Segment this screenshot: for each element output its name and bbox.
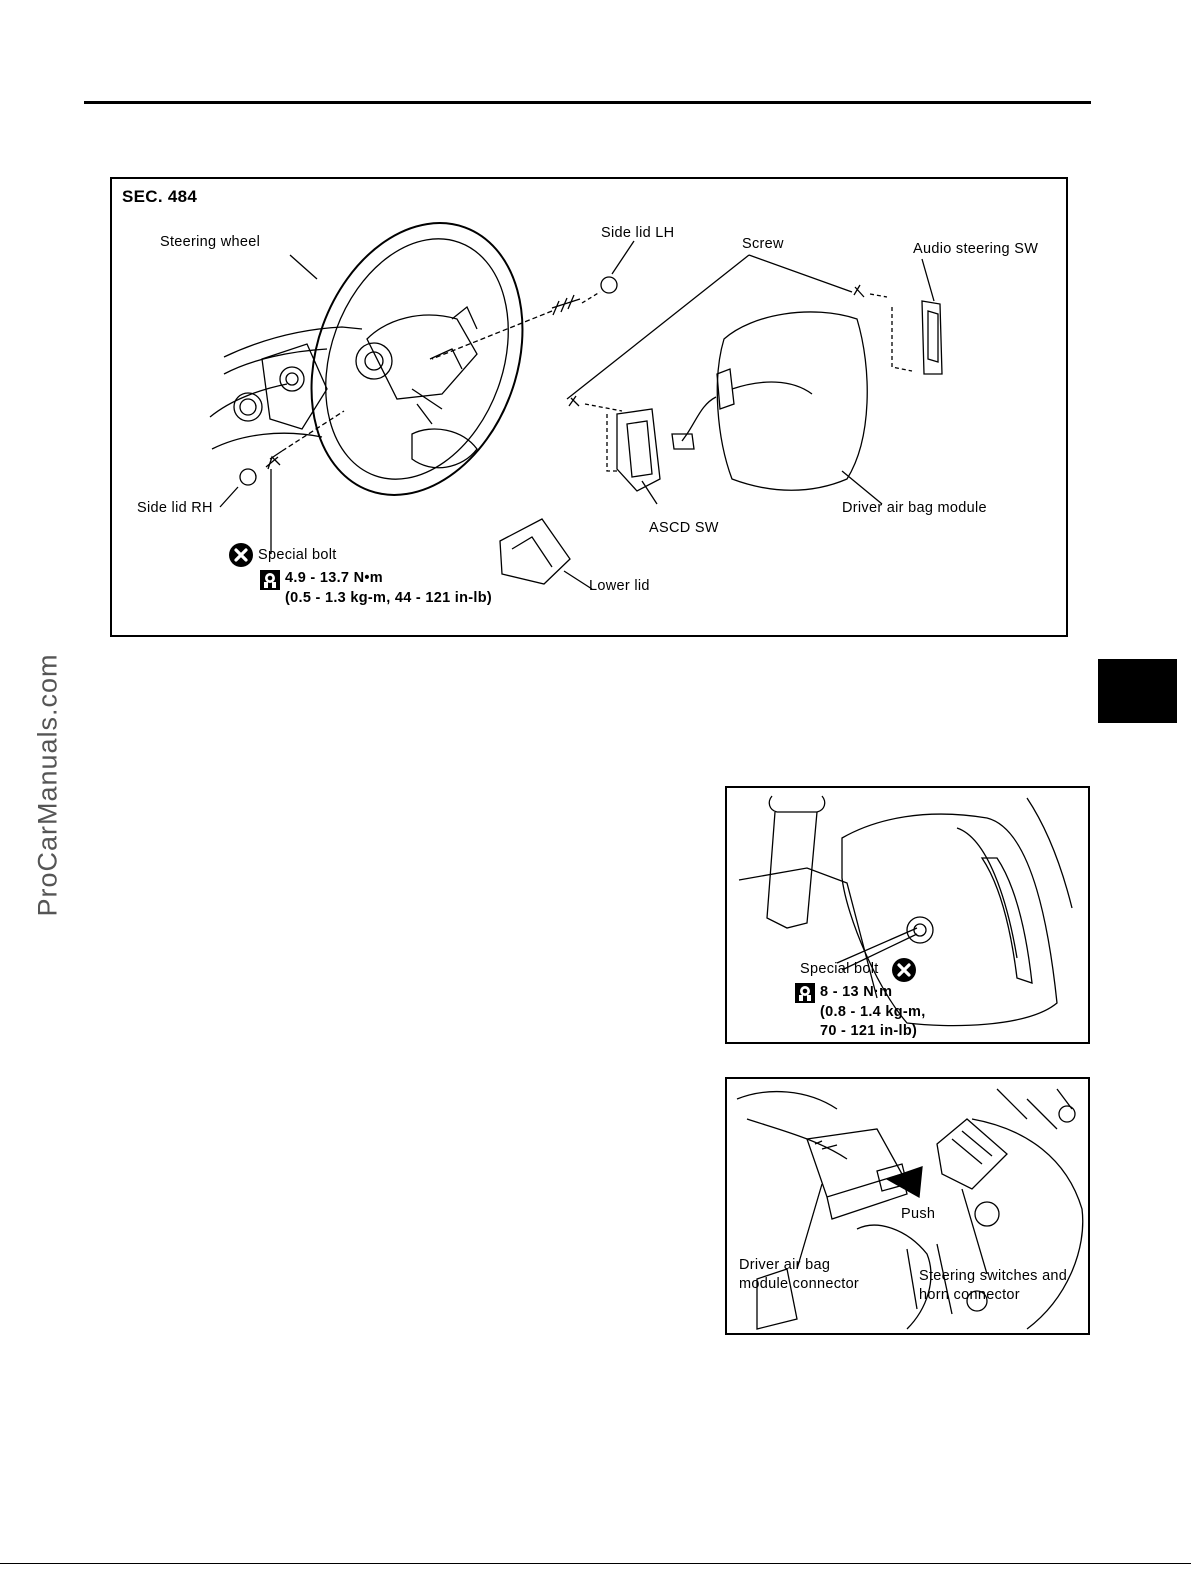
label-driver-connector-1: Driver air bag <box>739 1257 831 1273</box>
special-bolt-figure: Special bolt 8 - 13 N·m (0.8 - 1.4 kg-m,… <box>725 786 1090 1044</box>
steering-wheel-exploded-figure: SEC. 484 Steering wheel Side lid LH Scre… <box>110 177 1068 637</box>
label-steering-connector-2: horn connector <box>919 1287 1020 1303</box>
section-tab <box>1098 659 1177 723</box>
label-lower-lid: Lower lid <box>589 578 650 594</box>
header-rule <box>84 101 1091 104</box>
label-torque-alt-2: 70 - 121 in-lb) <box>820 1023 918 1039</box>
label-steering-connector-1: Steering switches and <box>919 1268 1068 1284</box>
label-torque-alt: (0.5 - 1.3 kg-m, 44 - 121 in-lb) <box>285 590 493 606</box>
label-side-lid-rh: Side lid RH <box>137 500 213 516</box>
label-torque-alt-1: (0.8 - 1.4 kg-m, <box>820 1004 926 1020</box>
label-ascd-sw: ASCD SW <box>649 520 719 536</box>
label-special-bolt: Special bolt <box>800 961 879 977</box>
label-driver-air-bag-module: Driver air bag module <box>842 500 987 516</box>
do-not-reuse-icon <box>229 543 253 567</box>
watermark: ProCarManuals.com <box>32 653 63 917</box>
torque-wrench-icon <box>260 570 280 590</box>
air-bag-connector-drawing <box>736 1088 1084 1330</box>
label-torque: 4.9 - 13.7 N•m <box>285 570 383 586</box>
label-audio-steering-sw: Audio steering SW <box>913 241 1039 257</box>
special-bolt-drawing <box>738 795 1073 1027</box>
label-torque: 8 - 13 N·m <box>820 984 893 1000</box>
footer-rule <box>0 1563 1191 1564</box>
label-screw: Screw <box>742 236 784 252</box>
torque-wrench-icon <box>795 983 815 1003</box>
label-special-bolt: Special bolt <box>258 547 337 563</box>
label-steering-wheel: Steering wheel <box>160 234 261 250</box>
label-driver-connector-2: module connector <box>739 1276 860 1292</box>
section-number: SEC. 484 <box>122 187 198 206</box>
air-bag-connector-figure: Push Driver air bag module connector Ste… <box>725 1077 1090 1335</box>
steering-wheel-exploded-drawing <box>209 222 943 590</box>
label-push: Push <box>901 1206 936 1222</box>
label-side-lid-lh: Side lid LH <box>601 225 675 241</box>
do-not-reuse-icon <box>892 958 916 982</box>
